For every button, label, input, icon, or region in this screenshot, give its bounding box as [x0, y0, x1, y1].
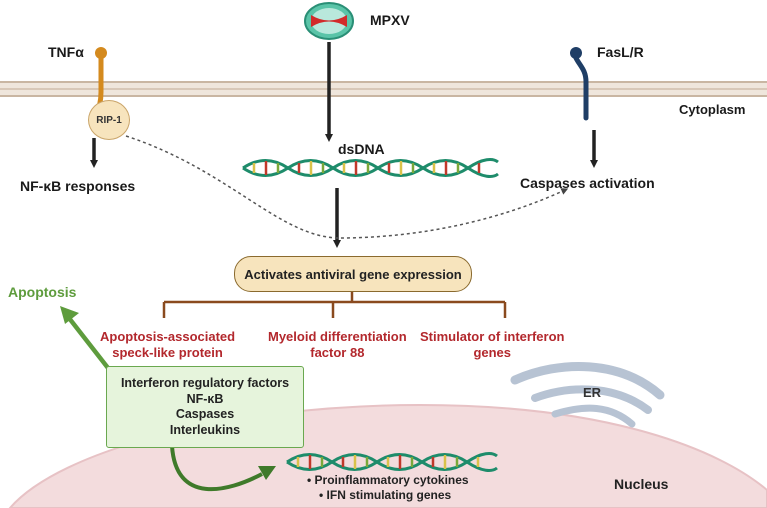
fas-receptor [570, 47, 589, 121]
dsdna-helix-top [242, 158, 499, 178]
cytoplasm-label: Cytoplasm [679, 102, 746, 117]
nfkb-responses-label: NF-κB responses [20, 178, 136, 194]
irf-box: Interferon regulatory factors NF-κB Casp… [106, 366, 304, 448]
nucleus-bullet-list: • Proinflammatory cytokines • IFN stimul… [307, 473, 469, 503]
mpxv-virion [304, 2, 354, 40]
apoptosis-arrow [60, 306, 110, 370]
dsdna-label: dsDNA [338, 141, 385, 157]
dashed-arc-arrow [125, 135, 569, 239]
mpxv-label: MPXV [370, 12, 410, 28]
branch-label-sting: Stimulator of interferon genes [420, 329, 565, 360]
branch-label-myd88: Myeloid differentiation factor 88 [268, 329, 407, 360]
activates-antiviral-box: Activates antiviral gene expression [234, 256, 472, 292]
irf-box-line: Caspases [175, 407, 235, 421]
dsdna-helix-nucleus [286, 452, 498, 472]
apoptosis-label: Apoptosis [8, 284, 77, 300]
branch-label-asc: Apoptosis-associated speck-like protein [100, 329, 236, 360]
caspases-activation-label: Caspases activation [520, 175, 655, 191]
er-shape [510, 362, 665, 428]
bullet-item: • IFN stimulating genes [319, 488, 452, 502]
cell-membrane [0, 81, 767, 97]
nucleus-entry-arrow [170, 445, 276, 492]
er-label: ER [583, 385, 602, 400]
branch-connector [162, 290, 507, 318]
bullet-item: • Proinflammatory cytokines [307, 473, 469, 487]
irf-box-line: NF-κB [186, 391, 224, 406]
tnfa-label: TNFα [48, 44, 84, 60]
fasl-label: FasL/R [597, 44, 644, 60]
nucleus-label: Nucleus [614, 476, 669, 492]
irf-box-line: Interferon regulatory factors [120, 376, 290, 390]
irf-box-line: Interleukins [169, 422, 241, 437]
rip1-node: RIP-1 [88, 100, 130, 140]
